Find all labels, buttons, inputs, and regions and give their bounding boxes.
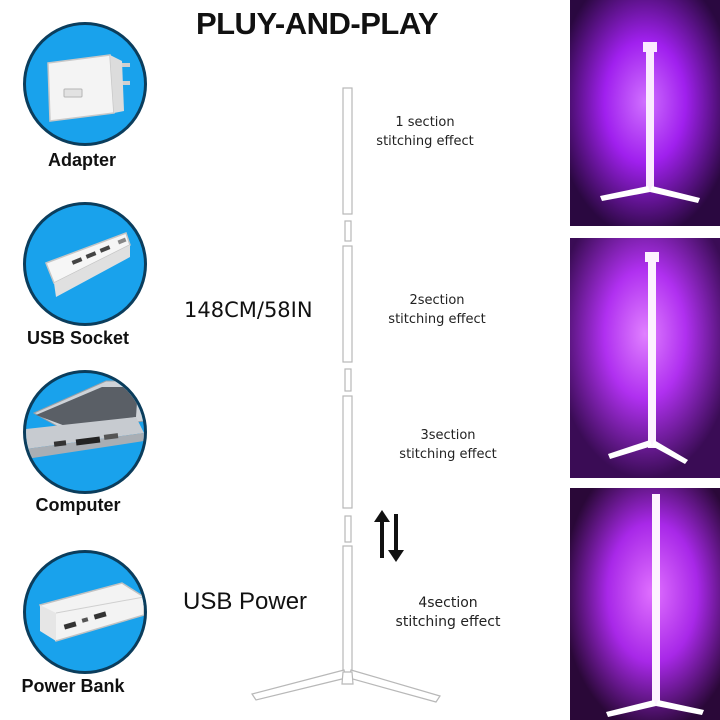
lamp-section-3	[342, 395, 353, 509]
lamp-base	[251, 669, 441, 703]
source-label-adapter: Adapter	[47, 150, 116, 170]
adapter-icon	[47, 54, 130, 122]
source-label-computer: Computer	[35, 495, 121, 515]
lamp-connector-1	[344, 220, 352, 242]
lamp-connector-2	[344, 368, 352, 392]
lamp-photo-2	[570, 238, 720, 478]
computer-circle	[23, 370, 147, 494]
lamp-section-1	[342, 87, 353, 215]
up-down-arrows-icon	[374, 510, 404, 562]
power-bank-circle	[23, 550, 147, 674]
usb-power-label: USB Power	[183, 588, 308, 615]
lamp-size-label: 148CM/58IN	[184, 298, 313, 322]
adapter-circle	[23, 22, 147, 146]
lamp-photo-1	[570, 0, 720, 226]
source-label-usb-socket: USB Socket	[26, 328, 130, 348]
power-bank-icon	[38, 582, 144, 642]
source-label-power-bank: Power Bank	[21, 676, 125, 696]
lamp-connector-3	[344, 515, 352, 543]
lamp-section-2	[342, 245, 353, 363]
lamp-section-4	[342, 545, 353, 675]
usb-socket-icon	[45, 232, 131, 297]
lamp-photo-3	[570, 488, 720, 720]
usb-socket-circle	[23, 202, 147, 326]
computer-icon	[26, 380, 144, 459]
page-title: PLUY-AND-PLAY	[195, 6, 439, 41]
